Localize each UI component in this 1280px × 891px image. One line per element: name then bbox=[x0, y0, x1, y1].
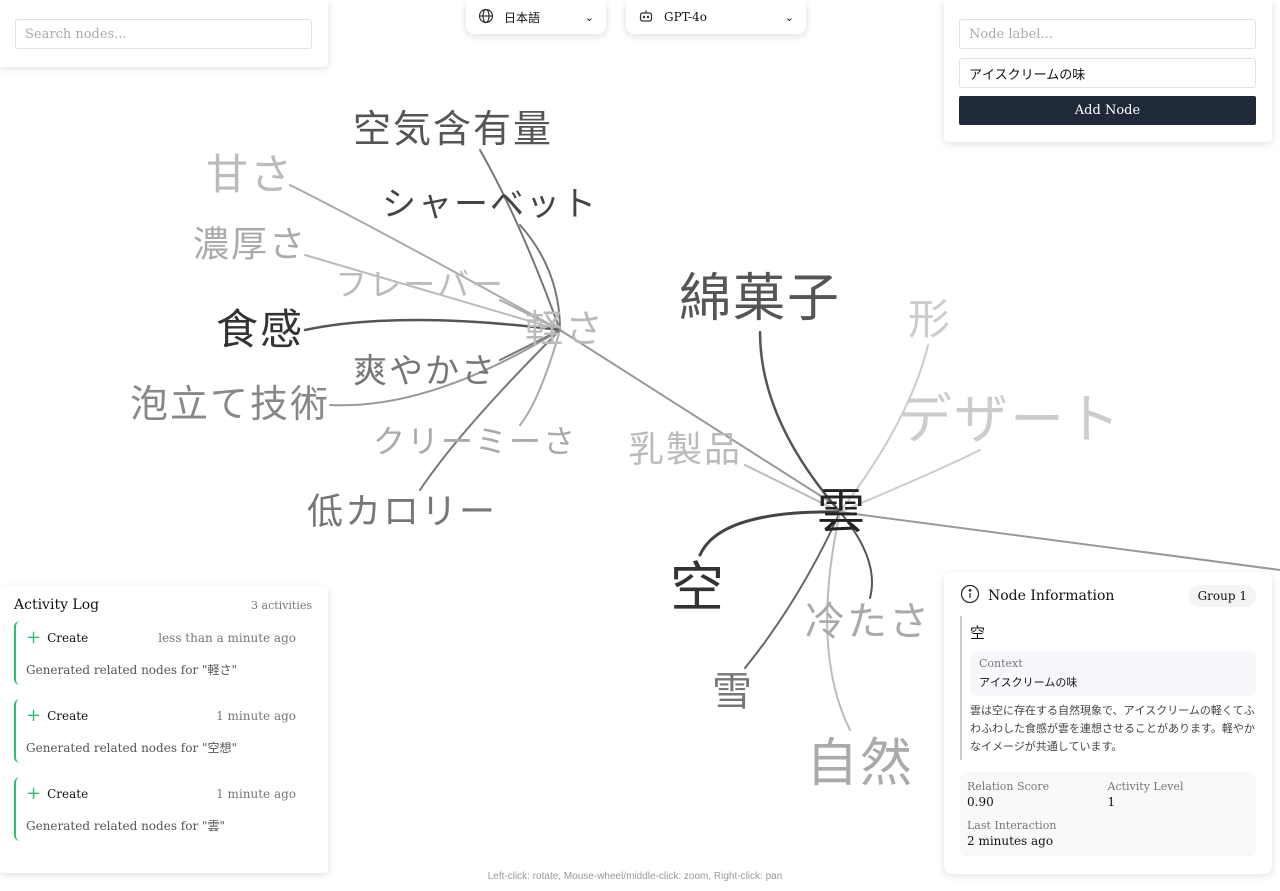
graph-node[interactable]: 空気含有量 bbox=[352, 107, 554, 152]
edge bbox=[479, 149, 561, 331]
plus-icon: + bbox=[26, 783, 42, 804]
graph-node[interactable]: 食感 bbox=[215, 304, 305, 354]
edge bbox=[826, 511, 851, 731]
edge bbox=[839, 511, 873, 599]
model-value: GPT-4o bbox=[664, 10, 708, 24]
activity-list: + Create less than a minute ago Generated … bbox=[14, 621, 312, 841]
graph-node[interactable]: 低カロリー bbox=[306, 491, 498, 533]
add-node-panel: Add Node bbox=[944, 0, 1272, 142]
graph-node[interactable]: 泡立て技術 bbox=[129, 382, 331, 427]
activity-time: less than a minute ago bbox=[158, 631, 296, 645]
controls-hint: Left-click: rotate, Mouse-wheel/middle-c… bbox=[487, 871, 783, 882]
last-interaction-label: Last Interaction bbox=[967, 819, 1057, 832]
globe-icon bbox=[478, 8, 494, 27]
activity-level-label: Activity Level bbox=[1107, 780, 1184, 793]
activity-time: 1 minute ago bbox=[216, 709, 296, 723]
edge bbox=[839, 344, 929, 513]
bot-icon bbox=[638, 8, 654, 27]
edge bbox=[744, 511, 841, 669]
edge bbox=[519, 329, 561, 426]
activity-desc: Generated related nodes for "雲" bbox=[26, 819, 226, 833]
edge bbox=[304, 254, 561, 331]
graph-node[interactable]: 綿菓子 bbox=[678, 269, 842, 330]
graph-node[interactable]: 形 bbox=[907, 294, 953, 344]
graph-node[interactable]: 甘さ bbox=[205, 149, 295, 199]
relation-score-label: Relation Score bbox=[967, 780, 1050, 793]
info-icon bbox=[960, 584, 980, 608]
graph-node[interactable]: 空 bbox=[670, 555, 726, 619]
edge bbox=[744, 464, 841, 513]
node-context-input[interactable] bbox=[959, 58, 1256, 88]
edge bbox=[559, 329, 836, 506]
graph-node[interactable]: 乳製品 bbox=[627, 429, 743, 471]
activity-log-panel: Activity Log 3 activities + Create less th… bbox=[0, 586, 328, 873]
edge bbox=[499, 299, 561, 331]
node-info-title: Node Information bbox=[988, 588, 1115, 604]
activity-item: + Create less than a minute ago Generated … bbox=[14, 621, 312, 685]
context-label: Context bbox=[979, 657, 1023, 670]
edge bbox=[839, 511, 1280, 571]
graph-node[interactable]: 軽さ bbox=[524, 307, 606, 352]
node-label-input[interactable] bbox=[959, 19, 1256, 49]
edge bbox=[839, 449, 981, 513]
activity-item: + Create 1 minute ago Generated related no… bbox=[14, 777, 312, 841]
activity-level: 1 bbox=[1107, 795, 1116, 809]
search-input[interactable] bbox=[15, 19, 312, 49]
activity-count: 3 activities bbox=[251, 598, 312, 612]
activity-item: + Create 1 minute ago Generated related no… bbox=[14, 699, 312, 763]
edge bbox=[419, 329, 561, 491]
graph-node[interactable]: 雲 bbox=[816, 483, 868, 540]
activity-type: Create bbox=[47, 787, 89, 801]
graph-node[interactable]: 濃厚さ bbox=[192, 224, 308, 266]
graph-node[interactable]: シャーベット bbox=[382, 184, 598, 225]
graph-node[interactable]: 雪 bbox=[712, 669, 754, 715]
graph-node[interactable]: デザート bbox=[898, 387, 1122, 451]
chevron-down-icon: ⌄ bbox=[584, 10, 594, 24]
activity-type: Create bbox=[47, 631, 89, 645]
activity-time: 1 minute ago bbox=[216, 787, 296, 801]
search-panel bbox=[0, 0, 328, 67]
edge bbox=[698, 510, 842, 557]
graph-node[interactable]: 爽やかさ bbox=[353, 351, 497, 392]
edge bbox=[303, 318, 562, 332]
context-value: アイスクリームの味 bbox=[979, 676, 1078, 689]
model-select[interactable]: GPT-4o ⌄ bbox=[626, 0, 806, 34]
graph-node[interactable]: 冷たさ bbox=[805, 599, 931, 645]
node-description: 雲は空に存在する自然現象で、アイスクリームの軽くてふわふわした食感が雲を連想させ… bbox=[970, 704, 1255, 753]
edge bbox=[758, 330, 842, 514]
edge bbox=[499, 329, 561, 361]
relation-score: 0.90 bbox=[967, 795, 994, 809]
edge bbox=[329, 329, 561, 407]
edge bbox=[289, 184, 561, 331]
activity-log-title: Activity Log bbox=[14, 597, 100, 613]
graph-node[interactable]: フレーバー bbox=[335, 265, 505, 304]
graph-node[interactable]: クリーミーさ bbox=[372, 422, 578, 461]
plus-icon: + bbox=[26, 627, 42, 648]
activity-type: Create bbox=[47, 709, 89, 723]
activity-desc: Generated related nodes for "空想" bbox=[26, 741, 238, 755]
node-info-panel: Node Information Group 1 空 Context アイスクリ… bbox=[944, 572, 1272, 874]
language-value: 日本語 bbox=[504, 10, 541, 25]
last-interaction: 2 minutes ago bbox=[967, 834, 1054, 848]
language-select[interactable]: 日本語 ⌄ bbox=[466, 0, 606, 34]
plus-icon: + bbox=[26, 705, 42, 726]
group-badge: Group 1 bbox=[1188, 585, 1256, 607]
edge bbox=[519, 224, 561, 331]
add-node-button[interactable]: Add Node bbox=[959, 96, 1256, 125]
graph-node[interactable]: 自然 bbox=[805, 734, 915, 795]
chevron-down-icon: ⌄ bbox=[784, 10, 794, 24]
node-name: 空 bbox=[970, 624, 986, 642]
activity-desc: Generated related nodes for "軽さ" bbox=[26, 663, 238, 677]
